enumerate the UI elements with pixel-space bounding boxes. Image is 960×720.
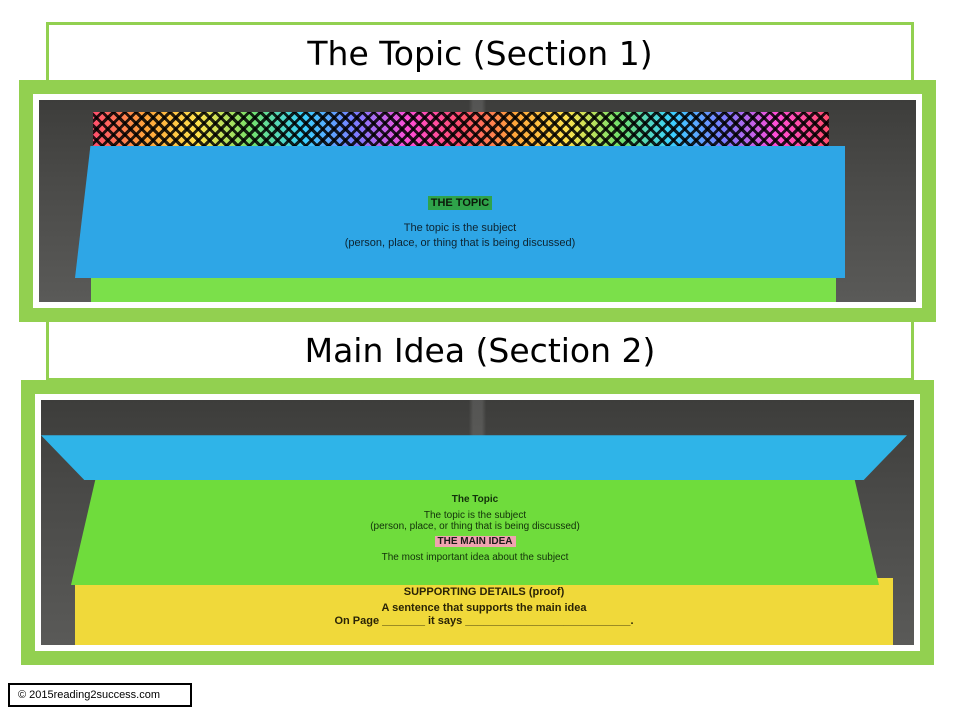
main-idea-card-topic-heading: The Topic	[451, 494, 499, 505]
section2-photo: SUPPORTING DETAILS (proof) A sentence th…	[41, 400, 914, 645]
main-idea-card-topic-line2: (person, place, or thing that is being d…	[370, 521, 580, 532]
main-idea-definition: The most important idea about the subjec…	[381, 552, 569, 563]
section1-title: The Topic (Section 1)	[46, 22, 914, 84]
topic-card-line1: The topic is the subject	[403, 222, 517, 234]
section2-title: Main Idea (Section 2)	[46, 319, 914, 381]
section1-photo-frame: THE TOPIC The topic is the subject (pers…	[19, 80, 936, 322]
blue-flap	[41, 435, 907, 480]
supporting-details-line1: A sentence that supports the main idea	[381, 602, 587, 614]
copyright-box: © 2015reading2success.com	[8, 683, 192, 707]
section1-photo-mat: THE TOPIC The topic is the subject (pers…	[33, 94, 922, 308]
green-paper-edge	[91, 276, 836, 302]
main-idea-heading: THE MAIN IDEA	[434, 536, 516, 547]
supporting-details-heading: SUPPORTING DETAILS (proof)	[403, 586, 565, 598]
section1-photo: THE TOPIC The topic is the subject (pers…	[39, 100, 916, 302]
section1-title-text: The Topic (Section 1)	[307, 33, 653, 73]
topic-card-line2: (person, place, or thing that is being d…	[344, 237, 576, 249]
section2-photo-frame: SUPPORTING DETAILS (proof) A sentence th…	[21, 380, 934, 665]
supporting-details-card: SUPPORTING DETAILS (proof) A sentence th…	[75, 578, 893, 645]
section2-photo-mat: SUPPORTING DETAILS (proof) A sentence th…	[35, 394, 920, 651]
supporting-details-line2: On Page _______ it says ________________…	[334, 615, 634, 627]
topic-card: THE TOPIC The topic is the subject (pers…	[75, 146, 845, 278]
chevron-tape	[93, 112, 829, 146]
section2-title-text: Main Idea (Section 2)	[304, 330, 656, 370]
topic-card-heading: THE TOPIC	[427, 196, 493, 210]
main-idea-card: The Topic The topic is the subject (pers…	[71, 480, 879, 585]
main-idea-card-topic-line1: The topic is the subject	[423, 510, 527, 521]
copyright-text: © 2015reading2success.com	[18, 689, 161, 701]
